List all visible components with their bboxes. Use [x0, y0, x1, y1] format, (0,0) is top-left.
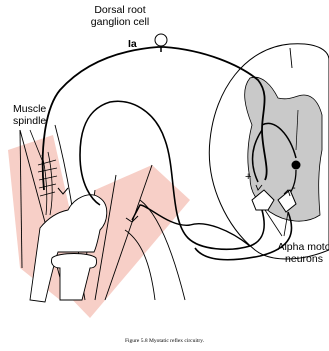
inhibitory-interneuron	[292, 161, 301, 170]
inhibitory-sign: -	[292, 183, 296, 194]
motor-neurons-label-line1: Alpha moto	[268, 241, 329, 253]
ganglion-label-line2: ganglion cell	[74, 16, 166, 28]
figure-caption: Figure 5.8 Myotatic reflex circuitry.	[0, 338, 329, 344]
spindle-label-line1: Muscle	[13, 103, 46, 115]
excitatory-sign: +	[245, 172, 251, 183]
ganglion-label-line1: Dorsal root	[74, 4, 166, 16]
spindle-label-line2: spindle	[13, 115, 46, 127]
ia-fiber-label: Ia	[128, 38, 137, 50]
motor-neurons-label: Alpha moto neurons	[268, 241, 329, 265]
spindle-label: Muscle spindle	[13, 103, 46, 127]
ganglion-cell-body	[155, 34, 167, 46]
ganglion-label: Dorsal root ganglion cell	[74, 4, 166, 28]
motor-neurons-label-line2: neurons	[268, 253, 329, 265]
